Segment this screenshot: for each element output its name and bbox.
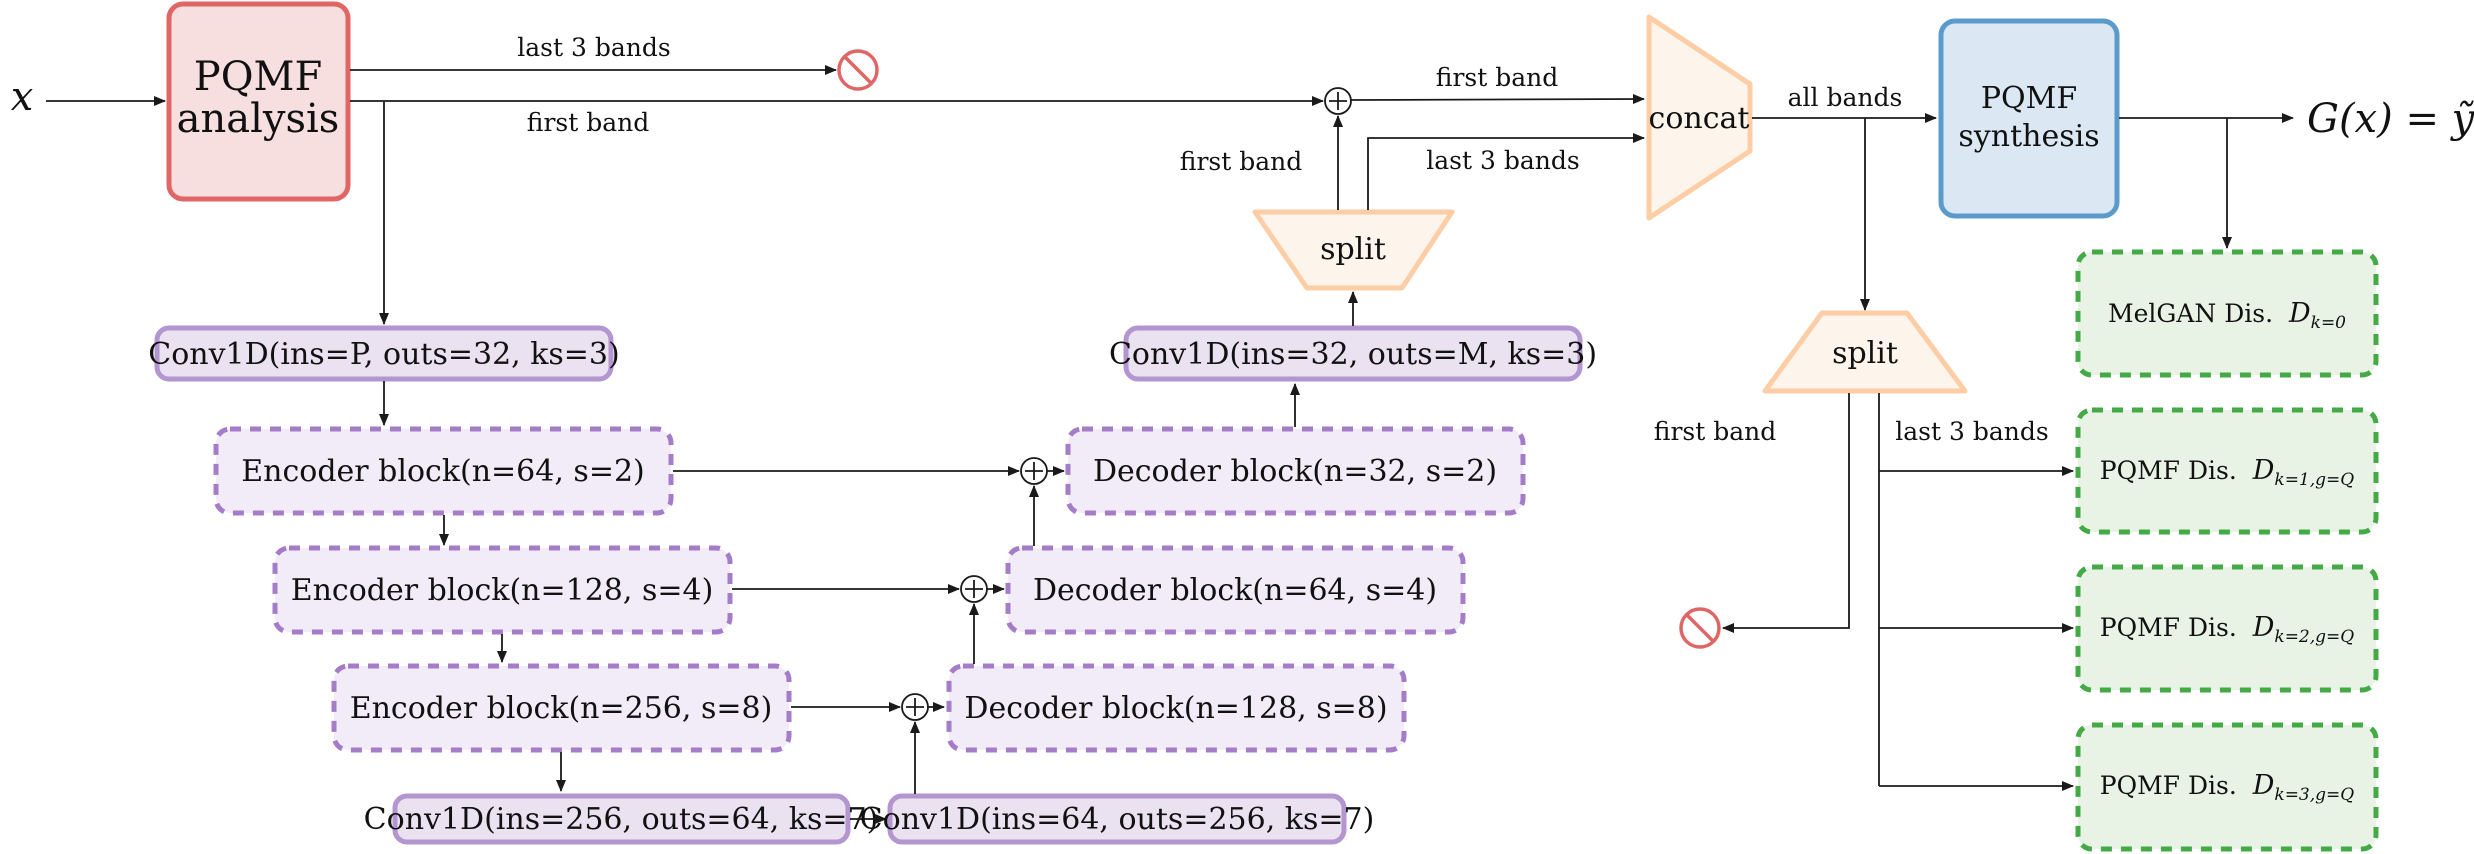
output-expression: G(x) = ỹ bbox=[2307, 96, 2474, 142]
input-symbol: x bbox=[11, 74, 34, 120]
split-bottom-block[interactable]: split bbox=[1762, 310, 1968, 394]
decoder-block-2[interactable]: Decoder block(n=64, s=4) bbox=[1005, 545, 1466, 635]
split-top-block[interactable]: split bbox=[1252, 209, 1455, 291]
sum-node-2 bbox=[960, 575, 988, 603]
decoder-3-label: Decoder block(n=128, s=8) bbox=[964, 691, 1387, 726]
concat-block[interactable]: concat bbox=[1646, 14, 1753, 221]
pqmf-discriminator-3[interactable]: PQMF Dis. Dk=3,g=Q bbox=[2075, 722, 2379, 852]
melgan-dis-label: MelGAN Dis. Dk=0 bbox=[2108, 298, 2346, 333]
pqmf-analysis-block[interactable]: PQMF analysis bbox=[166, 1, 351, 202]
label-split2-last3: last 3 bands bbox=[1895, 417, 2048, 446]
pqmf-dis-3-label: PQMF Dis. Dk=3,g=Q bbox=[2100, 770, 2355, 805]
pqmf-synthesis-block[interactable]: PQMF synthesis bbox=[1938, 18, 2120, 219]
pqmf-analysis-label-1: PQMF bbox=[194, 54, 322, 100]
pqmf-analysis-label-2: analysis bbox=[177, 96, 340, 142]
encoder-block-1[interactable]: Encoder block(n=64, s=2) bbox=[213, 426, 674, 516]
label-split2-first: first band bbox=[1654, 417, 1776, 446]
edge-sum-to-concat bbox=[1350, 94, 1645, 105]
conv-bottleneck-2-label: Conv1D(ins=64, outs=256, ks=7) bbox=[860, 802, 1375, 837]
sum-node-1 bbox=[1020, 457, 1048, 485]
label-analysis-last3: last 3 bands bbox=[517, 33, 670, 62]
label-concat-first: first band bbox=[1436, 63, 1558, 92]
label-split-last3: last 3 bands bbox=[1426, 146, 1579, 175]
pqmf-discriminator-2[interactable]: PQMF Dis. Dk=2,g=Q bbox=[2075, 564, 2379, 693]
concat-label: concat bbox=[1649, 101, 1750, 136]
split-top-label: split bbox=[1320, 232, 1386, 267]
decoder-2-label: Decoder block(n=64, s=4) bbox=[1033, 573, 1437, 608]
pqmf-synthesis-label-2: synthesis bbox=[1958, 119, 2099, 154]
conv-in-label: Conv1D(ins=P, outs=32, ks=3) bbox=[148, 337, 619, 372]
label-split-first: first band bbox=[1180, 147, 1302, 176]
melgan-discriminator[interactable]: MelGAN Dis. Dk=0 bbox=[2075, 249, 2379, 378]
encoder-block-3[interactable]: Encoder block(n=256, s=8) bbox=[331, 663, 792, 753]
discard-icon-2 bbox=[1679, 607, 1721, 649]
decoder-block-3[interactable]: Decoder block(n=128, s=8) bbox=[946, 663, 1407, 753]
edge-split2-first-to-discard bbox=[1722, 393, 1850, 633]
encoder-2-label: Encoder block(n=128, s=4) bbox=[291, 573, 714, 608]
conv-in-block[interactable]: Conv1D(ins=P, outs=32, ks=3) bbox=[148, 325, 620, 382]
encoder-1-label: Encoder block(n=64, s=2) bbox=[241, 454, 645, 489]
conv-out-block[interactable]: Conv1D(ins=32, outs=M, ks=3) bbox=[1109, 325, 1597, 382]
conv-bottleneck-1-label: Conv1D(ins=256, outs=64, ks=7) bbox=[364, 802, 879, 837]
label-all-bands: all bands bbox=[1788, 83, 1903, 112]
sum-node-3 bbox=[901, 693, 929, 721]
label-analysis-first: first band bbox=[527, 108, 649, 137]
decoder-1-label: Decoder block(n=32, s=2) bbox=[1093, 454, 1497, 489]
encoder-3-label: Encoder block(n=256, s=8) bbox=[350, 691, 773, 726]
discard-icon bbox=[837, 49, 879, 91]
edge-split-last3-to-concat bbox=[1367, 133, 1645, 210]
conv-bottleneck-2-block[interactable]: Conv1D(ins=64, outs=256, ks=7) bbox=[860, 793, 1375, 845]
split-bottom-label: split bbox=[1832, 336, 1898, 371]
decoder-block-1[interactable]: Decoder block(n=32, s=2) bbox=[1065, 426, 1526, 516]
pqmf-synthesis-label-1: PQMF bbox=[1981, 81, 2077, 116]
pqmf-dis-2-label: PQMF Dis. Dk=2,g=Q bbox=[2100, 612, 2355, 647]
sum-node-top bbox=[1324, 87, 1352, 115]
pqmf-discriminator-1[interactable]: PQMF Dis. Dk=1,g=Q bbox=[2075, 407, 2379, 535]
conv-out-label: Conv1D(ins=32, outs=M, ks=3) bbox=[1109, 337, 1597, 372]
pqmf-dis-1-label: PQMF Dis. Dk=1,g=Q bbox=[2100, 455, 2355, 490]
conv-bottleneck-1-block[interactable]: Conv1D(ins=256, outs=64, ks=7) bbox=[364, 793, 879, 845]
encoder-block-2[interactable]: Encoder block(n=128, s=4) bbox=[272, 545, 733, 635]
